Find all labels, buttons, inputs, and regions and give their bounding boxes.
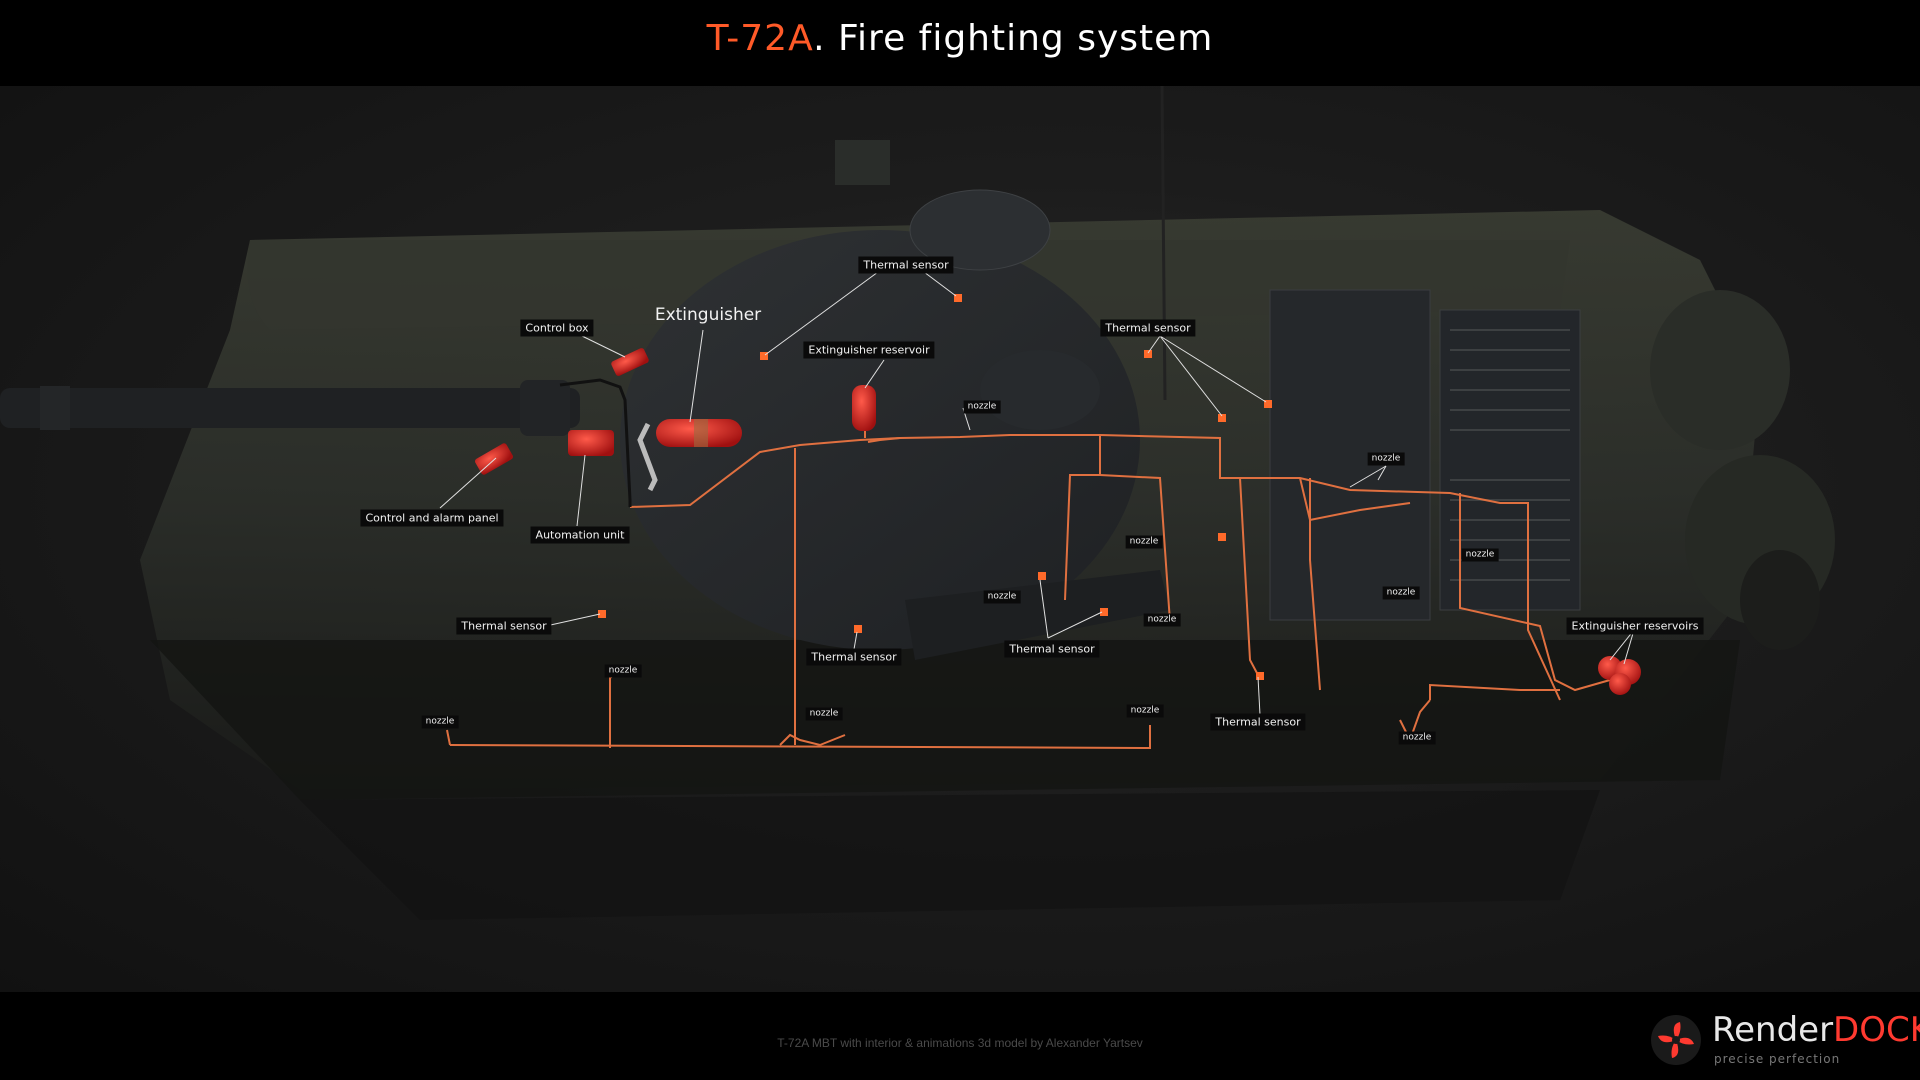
label-nozzle-hull-left: nozzle — [604, 664, 642, 678]
logo-name-render: Render — [1712, 1010, 1834, 1050]
extinguisher-reservoir-bottle — [852, 385, 876, 431]
gun-barrel — [0, 380, 580, 436]
label-thermal-sensor-engine: Thermal sensor — [1100, 319, 1196, 337]
control-and-alarm-panel-device — [475, 443, 513, 475]
label-thermal-sensor-turret-rear: Thermal sensor — [1004, 640, 1100, 658]
credit-text: T-72A MBT with interior & animations 3d … — [777, 1036, 1143, 1050]
logo-tagline: precise perfection — [1714, 1052, 1841, 1066]
label-nozzle-hull-center: nozzle — [805, 707, 843, 721]
extinguisher-valve — [637, 422, 658, 492]
callout-leaders — [439, 271, 1635, 716]
header-bar — [0, 0, 1920, 86]
label-nozzle-engine-low: nozzle — [1382, 586, 1420, 600]
renderdock-logo: RenderDOCK precise perfection — [1650, 1008, 1920, 1072]
label-extinguisher-reservoirs: Extinguisher reservoirs — [1566, 617, 1704, 635]
footer-bar — [0, 992, 1920, 1080]
label-nozzle-turret: nozzle — [963, 400, 1001, 414]
turret — [620, 140, 1140, 650]
label-thermal-sensor-engine-low: Thermal sensor — [1210, 713, 1306, 731]
label-nozzle-turret-rear: nozzle — [983, 590, 1021, 604]
label-automation-unit: Automation unit — [530, 526, 630, 544]
logo-wordmark: RenderDOCK — [1712, 1010, 1920, 1050]
label-nozzle-hull-right: nozzle — [1126, 704, 1164, 718]
control-cables — [559, 378, 632, 507]
label-nozzle-turret-back: nozzle — [1143, 613, 1181, 627]
engine-deck — [1269, 289, 1581, 621]
fire-pipes — [446, 430, 1611, 750]
label-control-box: Control box — [520, 319, 594, 337]
fuel-drums — [1650, 290, 1835, 650]
label-thermal-sensor-turret-top: Thermal sensor — [858, 256, 954, 274]
label-nozzle-engine-mid: nozzle — [1461, 548, 1499, 562]
label-nozzle-turret-right: nozzle — [1125, 535, 1163, 549]
label-nozzle-hull-front: nozzle — [421, 715, 459, 729]
extinguisher-cylinder — [656, 419, 742, 447]
page-title: T-72A. Fire fighting system — [0, 18, 1920, 59]
title-rest: . Fire fighting system — [813, 18, 1214, 59]
thermal-sensors — [598, 294, 1272, 680]
logo-name-dock: DOCK — [1833, 1010, 1920, 1050]
label-thermal-sensor-center: Thermal sensor — [806, 648, 902, 666]
control-box-device — [611, 348, 649, 376]
label-extinguisher: Extinguisher — [654, 305, 762, 325]
rear-turret-barrel — [905, 570, 1170, 660]
antenna — [1160, 85, 1167, 401]
automation-unit-device — [568, 430, 614, 456]
label-extinguisher-reservoir: Extinguisher reservoir — [803, 341, 935, 359]
title-model: T-72A — [706, 18, 814, 59]
fan-icon — [1651, 1015, 1701, 1065]
label-nozzle-engine-top: nozzle — [1367, 452, 1405, 466]
label-nozzle-hull-rear: nozzle — [1398, 731, 1436, 745]
label-thermal-sensor-left: Thermal sensor — [456, 617, 552, 635]
extinguisher-reservoirs-bottles — [1598, 656, 1641, 695]
label-control-and-alarm-panel: Control and alarm panel — [360, 509, 504, 527]
